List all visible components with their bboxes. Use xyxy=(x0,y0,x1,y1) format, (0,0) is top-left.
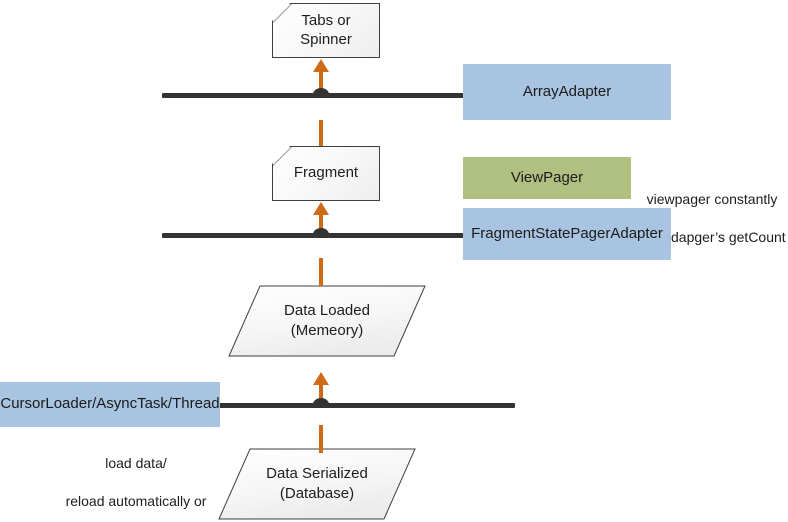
adapter-view-pager[interactable]: ViewPager xyxy=(463,157,631,199)
arrow-head-to-data-loaded xyxy=(313,372,329,385)
node-tabs-or-spinner[interactable]: Tabs or Spinner xyxy=(272,3,380,58)
arrow-head-to-tabs xyxy=(313,59,329,72)
rail-bump-cursor-loader xyxy=(313,398,329,405)
arrow-shaft-to-fragment xyxy=(319,215,323,238)
arrow-shaft-data-loaded-to-rail xyxy=(319,258,323,286)
clipped-corner-icon xyxy=(273,147,292,166)
annotation-loader-note: load data/ reload automatically or manua… xyxy=(46,435,226,522)
clipped-corner-icon xyxy=(273,4,292,23)
adapter-array-adapter-label: ArrayAdapter xyxy=(522,82,612,100)
node-data-loaded[interactable]: Data Loaded (Memeory) xyxy=(228,285,426,357)
adapter-view-pager-label: ViewPager xyxy=(510,168,584,186)
arrow-shaft-fragment-to-rail-array-adapter xyxy=(319,120,323,146)
rail-cursor-loader xyxy=(218,403,515,408)
rail-array-adapter xyxy=(162,93,464,98)
node-fragment-label: Fragment xyxy=(293,164,359,182)
adapter-cursor-loader[interactable]: CursorLoader/AsyncTask/Thread xyxy=(0,382,220,427)
parallelogram-shape-icon xyxy=(228,285,426,357)
adapter-cursor-loader-label: CursorLoader/AsyncTask/Thread xyxy=(0,395,220,413)
adapter-array-adapter[interactable]: ArrayAdapter xyxy=(463,64,671,120)
adapter-fragment-state-pager-adapter[interactable]: FragmentStatePagerAdapter xyxy=(463,208,671,260)
node-fragment[interactable]: Fragment xyxy=(272,146,380,201)
rail-bump-array-adapter xyxy=(313,88,329,95)
arrow-shaft-to-data-loaded xyxy=(319,385,323,407)
rail-fragment-state-pager-adapter xyxy=(162,233,464,238)
annotation-loader-note-line1: load data/ xyxy=(105,454,167,471)
rail-bump-fragment-state-pager-adapter xyxy=(313,228,329,235)
arrow-shaft-data-serialized-to-rail xyxy=(319,425,323,453)
arrow-shaft-to-tabs xyxy=(319,72,323,98)
annotation-loader-note-line2: reload automatically or xyxy=(65,492,207,509)
node-tabs-or-spinner-line2: Spinner xyxy=(300,30,352,48)
parallelogram-shape-icon xyxy=(218,448,416,520)
node-tabs-or-spinner-line1: Tabs or xyxy=(301,12,351,30)
arrow-head-to-fragment xyxy=(313,202,329,215)
annotation-viewpager-note-line1: viewpager constantly xyxy=(646,190,778,207)
node-data-serialized[interactable]: Data Serialized (Database) xyxy=(218,448,416,520)
adapter-fragment-state-pager-adapter-label: FragmentStatePagerAdapter xyxy=(471,224,663,242)
